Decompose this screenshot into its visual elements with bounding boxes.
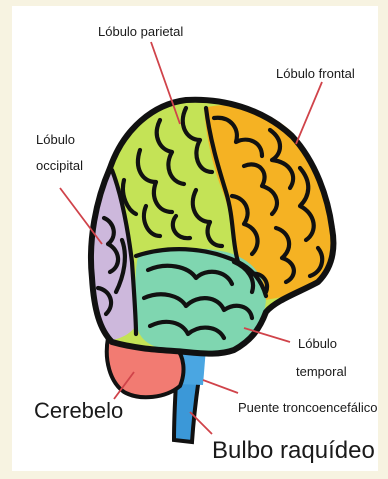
label-medulla: Bulbo raquídeo	[212, 437, 375, 464]
label-temporal-lobe-line2: temporal	[296, 364, 347, 379]
label-temporal-lobe-line1: Lóbulo	[298, 336, 337, 351]
label-occipital-lobe-line2: occipital	[36, 158, 83, 173]
leader-frontal	[296, 82, 322, 144]
leader-pons	[203, 380, 238, 393]
label-occipital-lobe-line1: Lóbulo	[36, 132, 75, 147]
label-frontal-lobe: Lóbulo frontal	[276, 66, 355, 81]
label-cerebellum: Cerebelo	[34, 398, 123, 423]
label-pons: Puente troncoencefálico	[238, 400, 377, 415]
label-parietal-lobe: Lóbulo parietal	[98, 24, 183, 39]
